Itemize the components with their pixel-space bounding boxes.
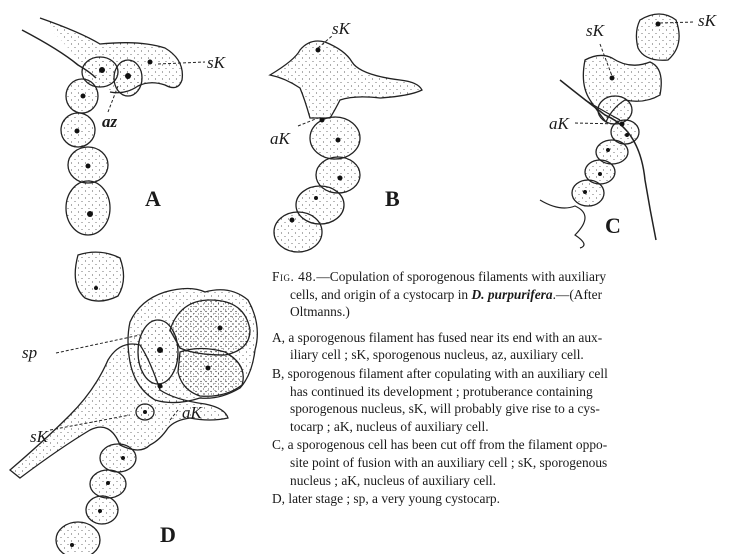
item-letter: A xyxy=(272,330,282,345)
panel-label-c: C xyxy=(605,215,621,237)
panel-c-drawing xyxy=(560,14,679,240)
figure-number: Fig. 48. xyxy=(272,269,316,284)
caption-item-b: B, sporogenous filament after copulating… xyxy=(272,365,739,435)
item-line: tocarp ; aK, nucleus of auxiliary cell. xyxy=(272,418,739,436)
item-line: , later stage ; sp, a very young cystoca… xyxy=(282,491,500,506)
caption-item-d: D, later stage ; sp, a very young cystoc… xyxy=(272,490,739,508)
label-c-sk-2: sK xyxy=(698,12,716,29)
caption-item-a: A, a sporogenous filament has fused near… xyxy=(272,329,739,364)
item-line: , a sporogenous cell has been cut off fr… xyxy=(281,437,607,452)
item-line: sporogenous nucleus, sK, will probably g… xyxy=(272,400,739,418)
figure-caption: Fig. 48.—Copulation of sporogenous filam… xyxy=(272,268,739,509)
label-a-sk: sK xyxy=(207,54,225,71)
label-b-sk: sK xyxy=(332,20,350,37)
item-line: has continued its development ; protuber… xyxy=(272,383,739,401)
caption-species: D. purpurifera xyxy=(471,287,552,302)
label-d-ak: aK xyxy=(182,404,202,421)
caption-title-line2a: cells, and origin of a cystocarp in xyxy=(290,287,471,302)
caption-item-c: C, a sporogenous cell has been cut off f… xyxy=(272,436,739,489)
caption-title-line2b: .—(After xyxy=(553,287,602,302)
label-d-sk: sK xyxy=(30,428,48,445)
item-letter: B xyxy=(272,366,281,381)
item-line: , a sporogenous filament has fused near … xyxy=(282,330,603,345)
item-line: nucleus ; aK, nucleus of auxiliary cell. xyxy=(272,472,739,490)
caption-title-line3: Oltmanns.) xyxy=(272,303,739,321)
label-c-sk-1: sK xyxy=(586,22,604,39)
item-letter: C xyxy=(272,437,281,452)
label-c-ak: aK xyxy=(549,115,569,132)
item-line: , sporogenous filament after copulating … xyxy=(281,366,608,381)
label-d-sp: sp xyxy=(22,344,37,361)
item-line: iliary cell ; sK, sporogenous nucleus, a… xyxy=(272,346,739,364)
label-a-az: az xyxy=(102,113,117,130)
item-line: site point of fusion with an auxiliary c… xyxy=(272,454,739,472)
panel-label-b: B xyxy=(385,188,400,210)
panel-label-d: D xyxy=(160,524,176,546)
panel-a-drawing xyxy=(22,18,182,301)
label-b-ak: aK xyxy=(270,130,290,147)
panel-label-a: A xyxy=(145,188,161,210)
caption-title: Fig. 48.—Copulation of sporogenous filam… xyxy=(272,268,739,321)
item-letter: D xyxy=(272,491,282,506)
caption-title-line1: —Copulation of sporogenous filaments wit… xyxy=(316,269,606,284)
